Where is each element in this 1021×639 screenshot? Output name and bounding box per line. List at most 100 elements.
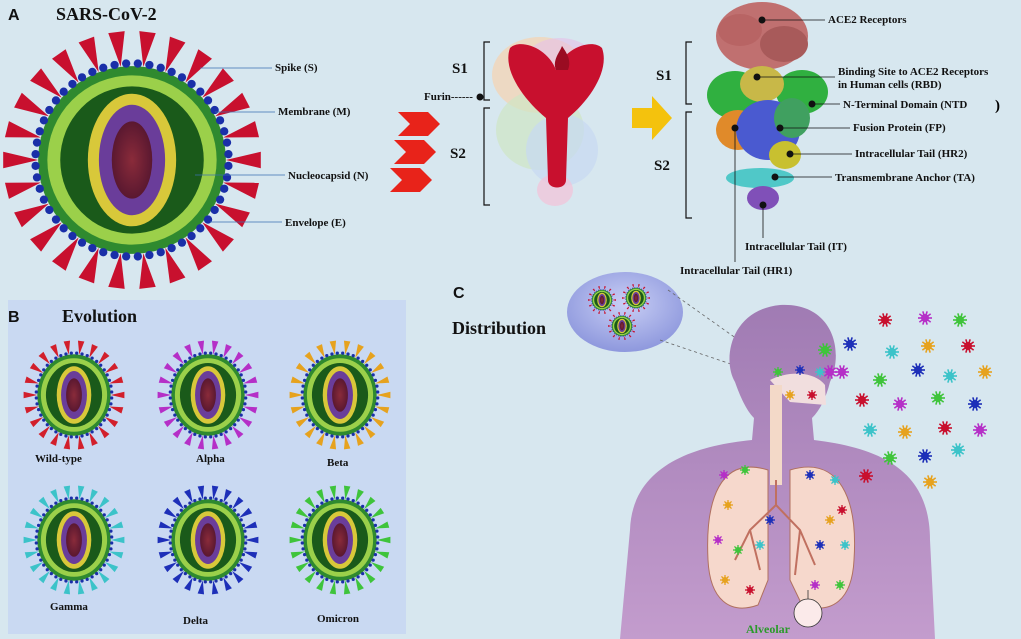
virus-particle: [843, 337, 857, 351]
variant-label: Omicron: [317, 613, 359, 625]
virus-particle: [795, 365, 805, 375]
variant-label: Alpha: [196, 453, 225, 465]
lungs: [707, 466, 856, 609]
virus-particle: [773, 367, 783, 377]
ace2-receptors-label: ACE2 Receptors: [828, 14, 907, 26]
s1-label-right: S1: [656, 68, 672, 84]
virus-particle: [785, 390, 795, 400]
virus-particle: [898, 425, 912, 439]
red-chevron-arrow-icons: [390, 112, 440, 192]
protein-leader-lines: [734, 19, 852, 262]
transmembrane-anchor-label: Transmembrane Anchor (TA): [835, 172, 975, 184]
panel-a-title: SARS-CoV-2: [56, 4, 157, 24]
panel-label-b: B: [8, 309, 20, 326]
alveolar-label: Alveolar: [746, 622, 791, 636]
virus-particle: [719, 470, 729, 480]
furin-cleavage-dot: [476, 93, 484, 101]
virus-particle: [815, 540, 825, 550]
variant-omicron: [289, 485, 391, 595]
virus-particle: [968, 397, 982, 411]
virus-particle: [961, 339, 975, 353]
protein-marker-dots: [731, 16, 816, 209]
spike-protein-schematic: [492, 37, 604, 206]
s1-s2-brackets: [483, 41, 490, 206]
s2-label-right: S2: [654, 158, 670, 174]
virus-particles: [713, 311, 992, 595]
ntd-label: N-Terminal Domain (NTD: [843, 99, 967, 111]
bubble-virus-group: [588, 284, 650, 340]
hr1-label: Intracellular Tail (HR1): [680, 265, 793, 277]
chevron-arrow-icon: [390, 168, 432, 192]
virus-particle: [835, 365, 849, 379]
virus-particle: [740, 465, 750, 475]
variant-beta: [289, 340, 391, 450]
panel-c-title: Distribution: [452, 318, 546, 338]
virus-particle: [830, 475, 840, 485]
s2-label-left: S2: [450, 146, 466, 162]
virus-particle: [918, 311, 932, 325]
variant-gamma: [23, 485, 125, 595]
virus-particle: [883, 451, 897, 465]
virus-particle: [755, 540, 765, 550]
virus-particle: [918, 449, 932, 463]
virus-particle: [923, 475, 937, 489]
virus-particle: [835, 580, 845, 590]
envelope-label: Envelope (E): [285, 217, 346, 229]
virus-particle: [859, 469, 873, 483]
virus-particle: [911, 363, 925, 377]
virus-particle: [863, 423, 877, 437]
panel-label-a: A: [8, 7, 20, 24]
virus-particle: [931, 391, 945, 405]
variant-alpha: [157, 340, 259, 450]
spike-label: Spike (S): [275, 62, 318, 74]
variant-label: Gamma: [50, 601, 88, 613]
chevron-arrow-icon: [398, 112, 440, 136]
panel-label-c: C: [453, 285, 465, 302]
furin-label: Furin------: [424, 91, 473, 103]
virus-particle: [733, 545, 743, 555]
s1-s2-brackets-right: [685, 41, 692, 219]
virus-particle: [713, 535, 723, 545]
virus-particle: [825, 515, 835, 525]
virus-particle: [807, 390, 817, 400]
virus-particle: [818, 343, 832, 357]
virus-particle: [893, 397, 907, 411]
variant-label: Wild-type: [35, 453, 82, 465]
virus-particle: [723, 500, 733, 510]
variant-wild-type: [23, 340, 125, 450]
virus-particle: [840, 540, 850, 550]
virus-particle: [805, 470, 815, 480]
virus-particle: [837, 505, 847, 515]
virus-particle: [953, 313, 967, 327]
rbd-label-line2: in Human cells (RBD): [838, 79, 942, 91]
variant-delta: [157, 485, 259, 595]
virus-particle: [720, 575, 730, 585]
zoom-bubble: [567, 272, 683, 352]
virus-particle: [815, 367, 825, 377]
variant-label: Delta: [183, 615, 209, 627]
panel-b-title: Evolution: [62, 306, 137, 326]
virus-particle: [765, 515, 775, 525]
chevron-arrow-icon: [394, 140, 436, 164]
virus-particle: [943, 369, 957, 383]
nucleocapsid-label: Nucleocapsid (N): [288, 170, 369, 182]
virus-leader-lines: [195, 67, 285, 223]
virus-particle: [878, 313, 892, 327]
yellow-arrow-icon: [632, 96, 672, 140]
hr2-label: Intracellular Tail (HR2): [855, 148, 968, 160]
ntd-paren: ): [995, 98, 1000, 114]
virus-particle: [810, 580, 820, 590]
alveolar-circle: [793, 598, 823, 628]
rbd-label-line1: Binding Site to ACE2 Receptors: [838, 66, 989, 78]
virus-particle: [978, 365, 992, 379]
virus-particle: [823, 365, 837, 379]
virus-particle: [921, 339, 935, 353]
virus-particle: [745, 585, 755, 595]
virus-particle: [873, 373, 887, 387]
virus-particle: [973, 423, 987, 437]
it-label: Intracellular Tail (IT): [745, 241, 847, 253]
virus-particle: [885, 345, 899, 359]
virus-particle: [938, 421, 952, 435]
